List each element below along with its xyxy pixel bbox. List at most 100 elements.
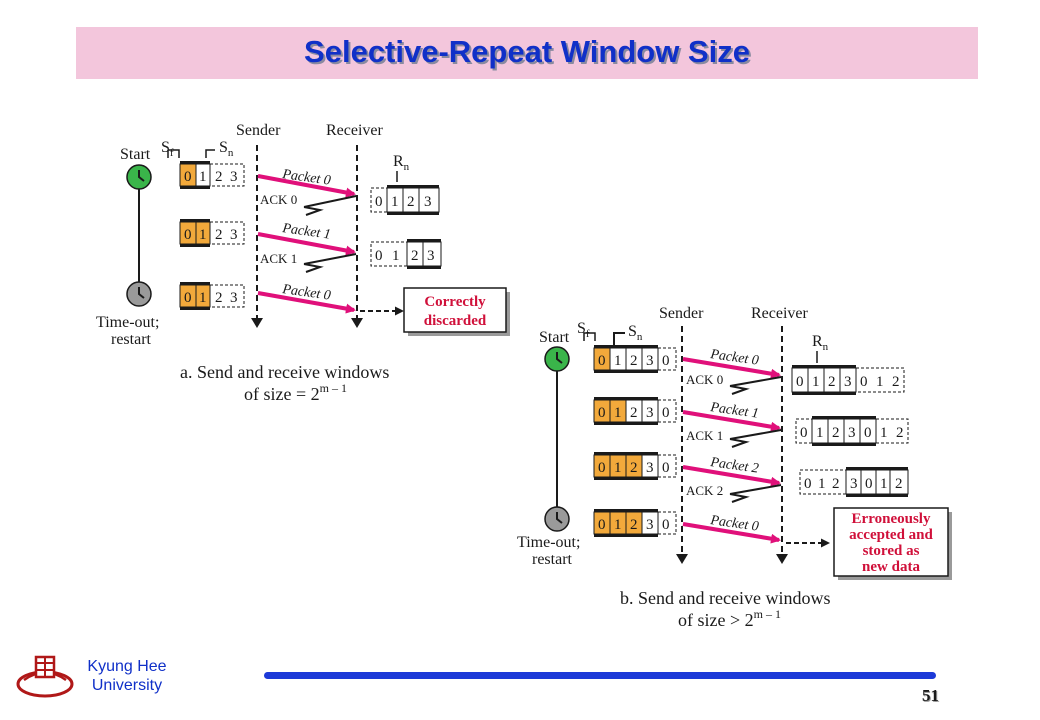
svg-text:1: 1 [880,476,888,492]
clock-icon [126,281,152,307]
packet-label: Packet 0 [280,282,331,304]
svg-text:2: 2 [892,374,900,390]
sf-label-a: Sf [161,139,174,159]
packet-arrow [682,357,781,379]
university-name-line1: Kyung Hee [87,658,167,675]
sn-label-b: Sn [628,323,643,343]
svg-text:2: 2 [896,425,904,441]
svg-text:1: 1 [876,374,884,390]
svg-text:1: 1 [614,353,622,369]
svg-text:2: 2 [828,374,836,390]
packet-arrow [257,232,356,256]
svg-text:1: 1 [614,460,622,476]
clock-icon [126,164,152,190]
packet-arrow [682,465,781,487]
page-number: 51 [922,686,939,705]
sender-label-a: Sender [236,122,281,139]
svg-text:0: 0 [375,194,383,210]
rn-label-a: Rn [393,153,410,173]
sender-window-b-1: 0 1 2 3 0 [593,345,677,373]
packet-arrow [682,522,781,544]
packet-label: Packet 0 [280,167,331,189]
sender-window-a-2: 0 1 2 3 [179,219,245,247]
receiver-label-a: Receiver [326,122,384,139]
receiver-window-a-2: 0 1 2 3 [370,239,442,269]
svg-text:2: 2 [895,476,903,492]
svg-text:1: 1 [880,425,888,441]
svg-text:0: 0 [796,374,804,390]
svg-text:0: 0 [598,353,606,369]
svg-text:1: 1 [199,169,207,185]
svg-text:1: 1 [391,194,399,210]
svg-text:3: 3 [230,290,238,306]
svg-text:Correctly: Correctly [424,294,486,310]
start-label-a: Start [120,146,151,163]
rn-label-b: Rn [812,333,829,353]
svg-text:1: 1 [199,290,207,306]
svg-text:1: 1 [392,248,400,264]
packet-label: Packet 2 [708,455,759,477]
sender-window-a-1: 0 1 2 3 [179,161,245,189]
receiver-window-a-1: 0 1 2 3 [370,185,440,215]
svg-text:1: 1 [818,476,826,492]
ack-label: ACK 0 [686,372,723,387]
svg-text:0: 0 [184,227,192,243]
packet-arrow [257,174,356,198]
title-bar: Selective-Repeat Window Size [76,27,978,79]
svg-text:2: 2 [630,353,638,369]
svg-text:1: 1 [614,405,622,421]
university-name-line2: University [91,677,163,694]
sender-window-b-3: 0 1 2 3 0 [593,452,677,480]
svg-text:0: 0 [860,374,868,390]
packet-label: Packet 0 [708,347,759,369]
receiver-window-b-2: 0 1 2 3 0 1 2 [795,416,909,446]
svg-text:1: 1 [816,425,824,441]
svg-text:2: 2 [215,227,223,243]
svg-text:0: 0 [804,476,812,492]
svg-text:3: 3 [646,405,654,421]
svg-text:new data: new data [862,559,920,575]
svg-text:3: 3 [424,194,432,210]
svg-text:3: 3 [844,374,852,390]
note-correctly-discarded: Correctly discarded [403,287,510,336]
svg-text:stored as: stored as [863,543,920,559]
slide-title: Selective-Repeat Window Size [304,34,750,69]
svg-text:0: 0 [662,460,670,476]
svg-text:2: 2 [630,517,638,533]
svg-text:3: 3 [230,169,238,185]
sender-window-b-4: 0 1 2 3 0 [593,509,677,537]
sender-window-b-2: 0 1 2 3 0 [593,397,677,425]
packet-label: Packet 0 [708,513,759,535]
svg-text:0: 0 [800,425,808,441]
svg-text:1: 1 [199,227,207,243]
receiver-window-b-1: 0 1 2 3 0 1 2 [791,365,905,395]
svg-text:accepted and: accepted and [849,527,933,543]
timeout-label-b: Time-out; [517,534,580,551]
ack-label: ACK 1 [686,428,723,443]
caption-a-line2: of size = 2m – 1 [244,381,347,404]
svg-text:3: 3 [427,248,435,264]
svg-text:2: 2 [407,194,415,210]
svg-text:0: 0 [662,353,670,369]
sender-label-b: Sender [659,305,704,322]
svg-text:2: 2 [832,476,840,492]
svg-text:2: 2 [215,290,223,306]
clock-icon [544,346,570,372]
svg-text:0: 0 [184,290,192,306]
ack-label: ACK 1 [260,251,297,266]
ack-label: ACK 0 [260,192,297,207]
timeout-label-a: Time-out; [96,314,159,331]
svg-text:2: 2 [630,405,638,421]
diagram-b: Sender Receiver Start Time-out; restart … [517,305,952,630]
svg-text:3: 3 [230,227,238,243]
packet-arrow [257,291,356,314]
svg-text:0: 0 [662,405,670,421]
svg-text:0: 0 [184,169,192,185]
caption-b-line2: of size > 2m – 1 [678,607,781,630]
caption-a-line1: a. Send and receive windows [180,362,389,382]
svg-text:3: 3 [850,476,858,492]
svg-text:Erroneously: Erroneously [852,511,931,527]
sn-label-a: Sn [219,139,234,159]
svg-text:2: 2 [832,425,840,441]
